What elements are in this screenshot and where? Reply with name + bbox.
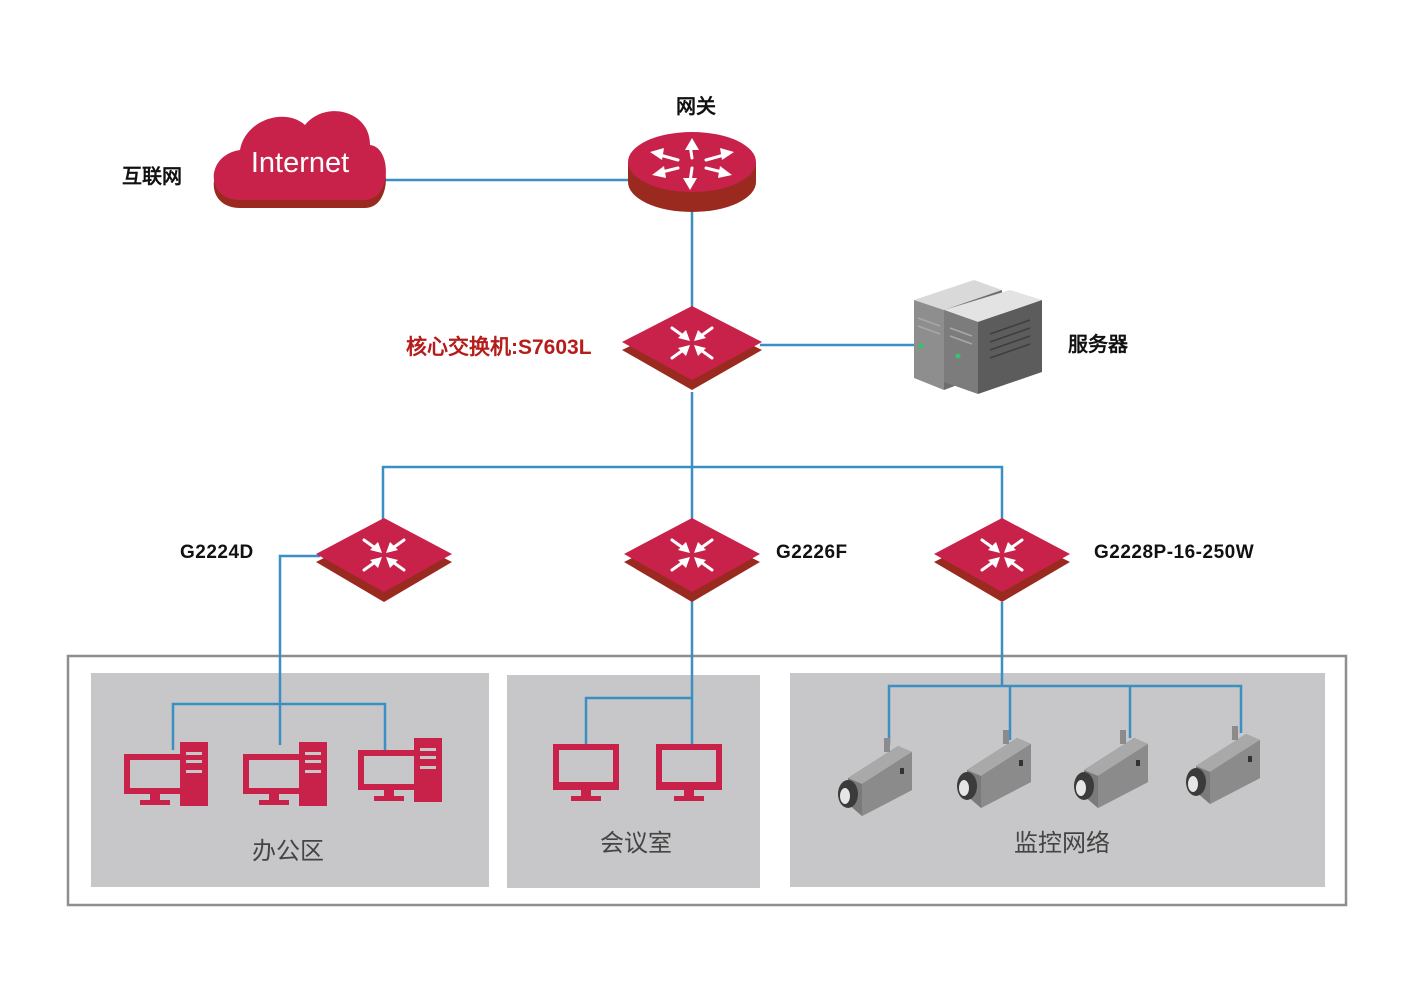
switch-icon xyxy=(624,518,760,602)
access-switch-g2224d xyxy=(316,518,452,602)
zone-label-office: 办公区 xyxy=(252,838,324,865)
access-switch-label-3: G2228P-16-250W xyxy=(1094,542,1254,563)
zone-label-surveillance: 监控网络 xyxy=(1014,830,1110,857)
camera-icon xyxy=(1186,726,1260,804)
camera-icon xyxy=(1074,730,1148,808)
zone-label-meeting: 会议室 xyxy=(600,830,672,857)
camera-icon xyxy=(838,738,912,816)
gateway-router xyxy=(628,132,756,212)
switch-icon xyxy=(622,306,762,390)
meeting-monitors xyxy=(553,744,722,801)
monitor-icon xyxy=(656,744,722,801)
server-label: 服务器 xyxy=(1068,332,1129,356)
server-icon xyxy=(914,280,1042,394)
surveillance-cameras xyxy=(838,726,1260,816)
monitor-icon xyxy=(553,744,619,801)
desktop-pc-icon xyxy=(358,738,442,802)
desktop-pc-icon xyxy=(124,742,208,806)
network-links xyxy=(171,178,1243,750)
switch-icon xyxy=(316,518,452,602)
access-switch-g2228p xyxy=(934,518,1070,602)
camera-icon xyxy=(957,730,1031,808)
access-switch-g2226f xyxy=(624,518,760,602)
core-switch xyxy=(622,306,762,390)
access-switch-label-1: G2224D xyxy=(180,542,254,563)
gateway-label: 网关 xyxy=(676,94,716,118)
cloud-icon xyxy=(213,111,386,208)
internet-label: 互联网 xyxy=(122,165,182,188)
core-switch-label: 核心交换机:S7603L xyxy=(406,335,592,359)
internet-cloud: Internet xyxy=(213,111,386,208)
cloud-text: Internet xyxy=(251,147,349,179)
server xyxy=(914,280,1042,394)
switch-icon xyxy=(934,518,1070,602)
router-icon xyxy=(628,132,756,212)
access-switch-label-2: G2226F xyxy=(776,542,848,563)
desktop-pc-icon xyxy=(243,742,327,806)
office-desktops xyxy=(124,738,442,806)
